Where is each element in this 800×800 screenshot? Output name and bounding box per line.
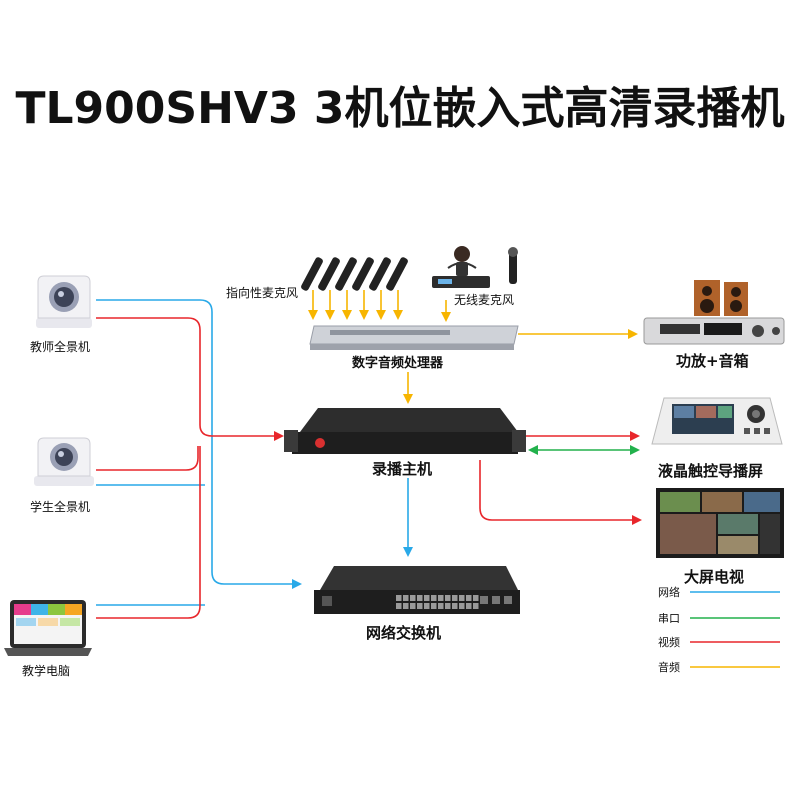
switch-port <box>459 595 465 601</box>
switch-port <box>452 595 458 601</box>
switch-port <box>473 595 479 601</box>
switch-port <box>459 603 465 609</box>
switch-port <box>466 595 472 601</box>
laptop-icon <box>4 600 92 656</box>
audio-processor-label: 数字音频处理器 <box>352 356 444 371</box>
switch-port <box>410 595 416 601</box>
switch-port <box>424 603 430 609</box>
student-camera-icon <box>34 437 94 486</box>
switch-port <box>431 595 437 601</box>
page-title: TL900SHV3 3机位嵌入式高清录播机 <box>15 83 785 134</box>
teacher-camera-label: 教师全景机 <box>30 340 91 354</box>
audio-processor-icon <box>309 325 519 350</box>
switch-port <box>417 603 423 609</box>
switch-port <box>438 603 444 609</box>
switch-port <box>410 603 416 609</box>
switch-port <box>431 603 437 609</box>
switch-port <box>396 595 402 601</box>
switch-port <box>424 595 430 601</box>
legend-label: 音频 <box>658 661 680 674</box>
switch-port <box>445 595 451 601</box>
directional-mics-label: 指向性麦克风 <box>226 286 299 300</box>
network-switch-label: 网络交换机 <box>366 624 442 642</box>
amp-speakers-label: 功放+音箱 <box>676 352 749 370</box>
recording-host-label: 录播主机 <box>372 460 433 478</box>
audio-lines <box>308 290 638 404</box>
directional-mics-icon <box>301 257 408 291</box>
switch-port <box>466 603 472 609</box>
network-switch-icon <box>314 566 520 614</box>
tv-screen-icon <box>656 488 784 558</box>
student-camera-label: 学生全景机 <box>30 500 91 514</box>
switch-port <box>396 603 402 609</box>
recording-host-icon <box>284 408 526 454</box>
teacher-camera-icon <box>36 275 92 328</box>
legend-label: 串口 <box>658 612 680 625</box>
switch-port <box>417 595 423 601</box>
switch-port <box>403 603 409 609</box>
wireless-mic-icon <box>432 246 518 288</box>
legend-label: 视频 <box>658 636 680 649</box>
big-tv-label: 大屏电视 <box>684 568 745 586</box>
switch-port <box>452 603 458 609</box>
video-lines <box>96 317 642 619</box>
teaching-pc-label: 教学电脑 <box>22 664 71 678</box>
switch-port <box>445 603 451 609</box>
wireless-mic-label: 无线麦克风 <box>454 293 515 307</box>
network-lines <box>96 299 413 606</box>
switch-port <box>403 595 409 601</box>
switch-port <box>438 595 444 601</box>
amp-speakers-icon <box>643 280 785 345</box>
switch-port <box>473 603 479 609</box>
touch-console-icon <box>651 397 783 445</box>
legend-label: 网络 <box>658 586 680 599</box>
touch-screen-label: 液晶触控导播屏 <box>658 462 764 480</box>
